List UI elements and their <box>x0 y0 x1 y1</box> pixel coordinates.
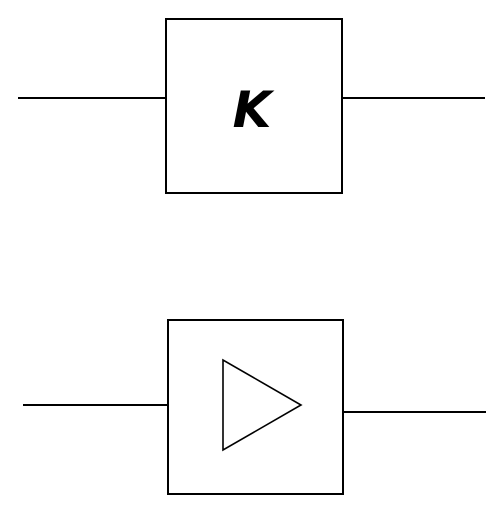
triangle-icon <box>222 358 303 452</box>
amplifier-block-group <box>23 319 486 495</box>
gain-block-group: K <box>18 18 485 194</box>
gain-label: K <box>233 81 275 139</box>
gain-block <box>165 18 343 194</box>
